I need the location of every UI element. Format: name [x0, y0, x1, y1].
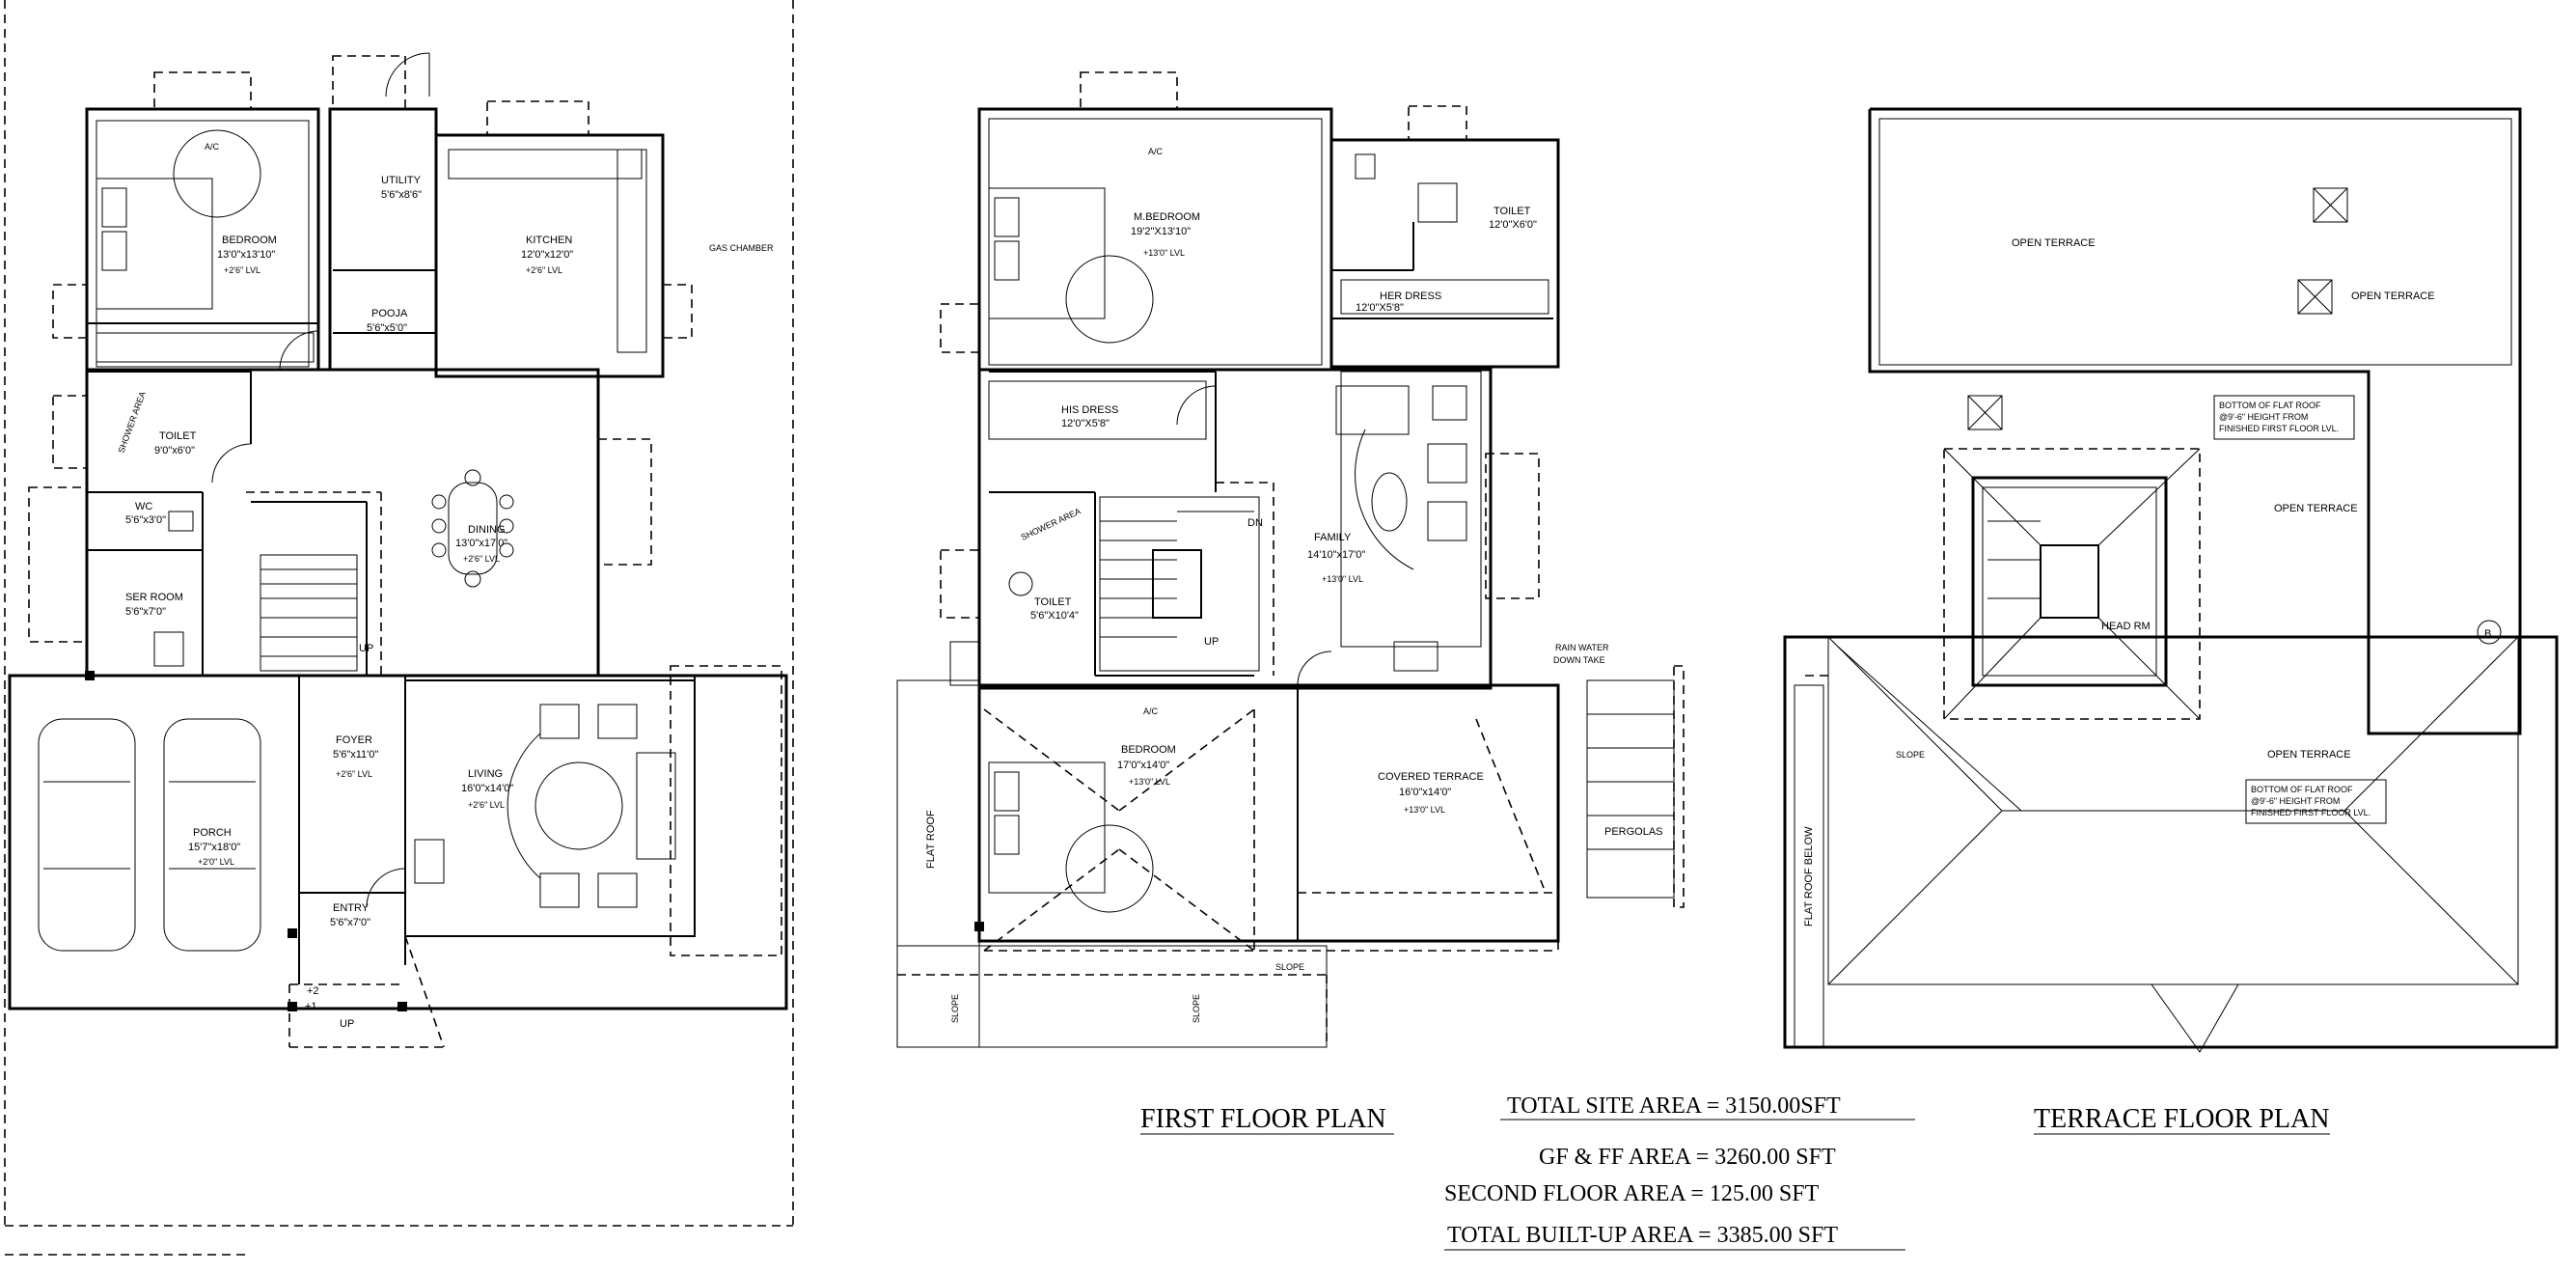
tf-note-2-line-c: FINISHED FIRST FLOOR LVL.: [2251, 808, 2370, 817]
gf-foyer-size: 5'6"x11'0": [333, 749, 378, 761]
ff-slope-label-a: SLOPE: [950, 994, 960, 1023]
ff-pergolas-label: PERGOLAS: [1604, 826, 1663, 838]
ff-stair-dn-label: DN: [1247, 517, 1263, 529]
ff-bedroom-level: +13'0" LVL: [1129, 777, 1170, 787]
gf-toilet-size: 9'0"x6'0": [154, 445, 195, 457]
ff-ac-label: A/C: [1148, 147, 1164, 156]
gf-entry-name: ENTRY: [333, 902, 370, 914]
tf-open-terrace-3: OPEN TERRACE: [2274, 503, 2358, 514]
tf-flat-roof-below-label: FLAT ROOF BELOW: [1803, 826, 1815, 927]
first-floor-plan: M.BEDROOM 19'2"X13'10" +13'0" LVL A/C TO…: [896, 71, 1685, 1048]
ff-slope-label-b: SLOPE: [1192, 994, 1201, 1023]
terrace-floor-plan-title: TERRACE FLOOR PLAN: [2034, 1104, 2329, 1134]
ff-shower-area-label: SHOWER AREA: [1020, 506, 1082, 541]
titles-and-areas: FIRST FLOOR PLAN TERRACE FLOOR PLAN TOTA…: [1140, 1093, 2330, 1251]
gf-toilet-name: TOILET: [159, 430, 197, 442]
ff-his-dress-name: HIS DRESS: [1061, 404, 1118, 416]
tf-open-terrace-4: OPEN TERRACE: [2267, 749, 2351, 761]
ff-covered-terrace-name: COVERED TERRACE: [1378, 771, 1484, 783]
gf-kitchen-level: +2'6" LVL: [526, 265, 562, 275]
tf-marker-b: B: [2484, 628, 2491, 640]
gf-entry-up-label: UP: [340, 1018, 354, 1030]
gf-shower-area-label: SHOWER AREA: [116, 390, 147, 454]
ff-m-bedroom-level: +13'0" LVL: [1143, 248, 1185, 258]
ff-covered-terrace-size: 16'0"x14'0": [1399, 787, 1451, 798]
tf-open-terrace-2: OPEN TERRACE: [2351, 291, 2435, 302]
total-site-area: TOTAL SITE AREA = 3150.00SFT: [1507, 1093, 1841, 1119]
gf-living-level: +2'6" LVL: [468, 800, 505, 810]
gf-living-size: 16'0"x14'0": [461, 783, 513, 794]
gf-bedroom-level: +2'6" LVL: [224, 265, 260, 275]
gf-dining-name: DINING: [468, 524, 506, 536]
tf-head-room-label: HEAD RM: [2101, 621, 2151, 632]
ff-slope-label-c: SLOPE: [1275, 962, 1304, 972]
ff-toilet-size: 5'6"X10'4": [1030, 610, 1079, 622]
gf-bedroom-size: 13'0"x13'10": [217, 249, 275, 261]
tf-note-1-line-c: FINISHED FIRST FLOOR LVL.: [2219, 424, 2339, 433]
gf-stair-up-label: UP: [359, 643, 373, 654]
gf-porch-level: +2'0" LVL: [198, 857, 234, 867]
tf-slope-label: SLOPE: [1896, 750, 1925, 760]
ff-bedroom-size: 17'0"x14'0": [1117, 760, 1169, 771]
tf-note-2-line-a: BOTTOM OF FLAT ROOF: [2251, 785, 2353, 794]
gf-bedroom-name: BEDROOM: [222, 235, 277, 246]
ff-covered-terrace-level: +13'0" LVL: [1404, 805, 1445, 815]
gf-foyer-name: FOYER: [336, 734, 372, 746]
ff-toilet-top-name: TOILET: [1494, 206, 1531, 217]
tf-note-1-line-b: @9'-6" HEIGHT FROM: [2219, 412, 2308, 422]
gf-utility-size: 5'6"x8'6": [381, 189, 422, 201]
gf-ser-room-size: 5'6"x7'0": [125, 606, 166, 618]
ff-toilet-name: TOILET: [1034, 596, 1072, 608]
ff-rain-water-label: RAIN WATER: [1555, 643, 1609, 652]
gf-kitchen-size: 12'0"x12'0": [521, 249, 573, 261]
gf-ff-area: GF & FF AREA = 3260.00 SFT: [1539, 1145, 1836, 1170]
ff-her-dress-name: HER DRESS: [1380, 291, 1441, 302]
gf-ac-label: A/C: [205, 142, 220, 152]
gf-porch-name: PORCH: [193, 827, 232, 839]
ff-family-size: 14'10"x17'0": [1307, 549, 1365, 561]
gf-dining-level: +2'6" LVL: [463, 554, 500, 564]
ff-flat-roof-label: FLAT ROOF: [925, 810, 937, 869]
ff-his-dress-size: 12'0"X5'8": [1061, 418, 1110, 429]
gf-dining-size: 13'0"x17'0": [455, 538, 507, 549]
first-floor-plan-title: FIRST FLOOR PLAN: [1140, 1104, 1386, 1134]
tf-open-terrace-1: OPEN TERRACE: [2012, 237, 2096, 249]
ff-stair-up-label: UP: [1204, 636, 1219, 648]
gf-step-plus1: +1: [305, 1001, 317, 1012]
ff-toilet-top-size: 12'0"X6'0": [1489, 219, 1537, 231]
gf-porch-size: 15'7"x18'0": [188, 842, 240, 853]
ff-down-take-label: DOWN TAKE: [1553, 655, 1605, 665]
ff-family-name: FAMILY: [1314, 532, 1352, 543]
second-floor-area: SECOND FLOOR AREA = 125.00 SFT: [1444, 1181, 1820, 1206]
gf-pooja-size: 5'6"x5'0": [367, 322, 407, 334]
ff-her-dress-size: 12'0"X5'8": [1356, 302, 1404, 314]
gf-kitchen-name: KITCHEN: [526, 235, 572, 246]
ff-family-level: +13'0" LVL: [1322, 574, 1363, 584]
ff-bedroom-name: BEDROOM: [1121, 744, 1176, 756]
tf-note-2-line-b: @9'-6" HEIGHT FROM: [2251, 796, 2340, 806]
gf-wc-size: 5'6"x3'0": [125, 514, 166, 526]
tf-note-1-line-a: BOTTOM OF FLAT ROOF: [2219, 401, 2321, 410]
gf-foyer-level: +2'6" LVL: [336, 769, 372, 779]
gf-step-plus2: +2: [307, 985, 319, 997]
gf-wc-name: WC: [135, 501, 152, 512]
gf-utility-name: UTILITY: [381, 175, 422, 186]
ground-floor-plan: BEDROOM 13'0"x13'10" +2'6" LVL A/C UTILI…: [4, 0, 794, 1256]
gf-ser-room-name: SER ROOM: [125, 592, 183, 603]
ff-m-bedroom-name: M.BEDROOM: [1134, 211, 1200, 223]
gf-living-name: LIVING: [468, 768, 503, 780]
gf-pooja-name: POOJA: [371, 308, 408, 319]
ff-m-bedroom-size: 19'2"X13'10": [1131, 226, 1191, 237]
gf-entry-size: 5'6"x7'0": [330, 917, 370, 928]
terrace-floor-plan: OPEN TERRACE OPEN TERRACE OPEN TERRACE O…: [1783, 107, 2559, 1053]
ff-ac2-label: A/C: [1143, 706, 1159, 716]
total-built-up-area: TOTAL BUILT-UP AREA = 3385.00 SFT: [1447, 1223, 1838, 1248]
gf-gas-chamber-label: GAS CHAMBER: [709, 243, 774, 253]
